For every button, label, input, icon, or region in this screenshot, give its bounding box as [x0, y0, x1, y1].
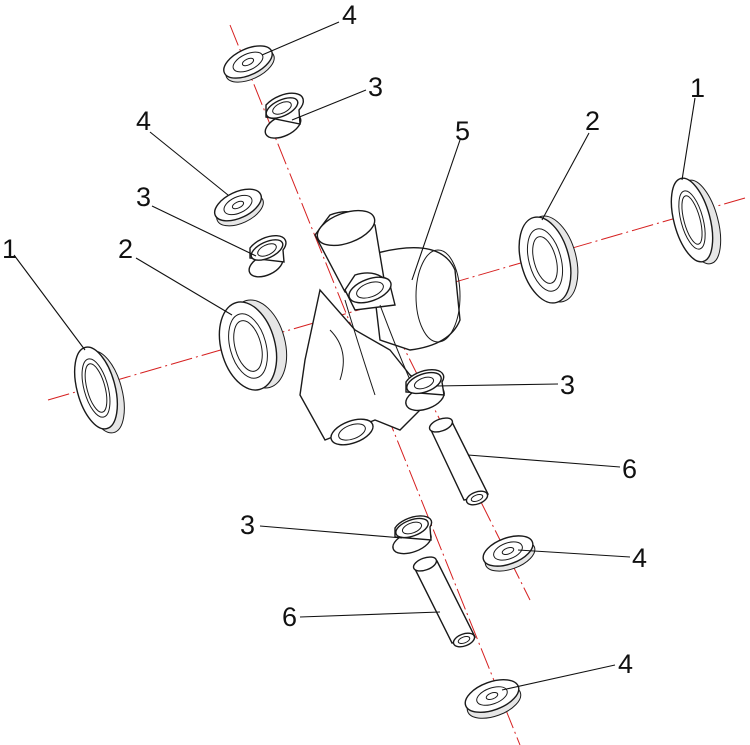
oil-seal-right	[670, 177, 722, 265]
callout-label-3: 3	[368, 72, 383, 102]
leader-line	[291, 89, 367, 121]
callout-label-3: 3	[240, 510, 255, 540]
leader-line	[467, 454, 621, 468]
callout-label-1: 1	[2, 234, 17, 264]
callout-label-5: 5	[455, 116, 470, 146]
leader-lines	[13, 21, 696, 691]
flange-bushing-left	[248, 235, 287, 278]
callout-label-2: 2	[118, 234, 133, 264]
callout-labels: 4 3 4 3 5 2 1 1 2 3 6 3 4 6 4	[2, 0, 705, 679]
bearing-left	[218, 299, 288, 391]
leader-line	[541, 132, 590, 221]
leader-line	[135, 257, 233, 316]
pin-upper	[428, 417, 490, 506]
callout-label-4: 4	[618, 649, 633, 679]
seal-washer-right	[482, 535, 536, 572]
leader-line	[435, 383, 559, 387]
leader-line	[151, 205, 257, 257]
leader-line	[517, 549, 631, 558]
flange-bushing-right	[405, 368, 445, 412]
callout-label-6: 6	[282, 602, 297, 632]
pin-lower	[412, 556, 477, 648]
callout-label-4: 4	[342, 0, 357, 30]
callout-label-1: 1	[690, 73, 705, 103]
leader-line	[259, 525, 403, 539]
oil-seal-left	[73, 346, 125, 434]
leader-line	[13, 254, 86, 351]
seal-washer-left	[213, 188, 264, 227]
callout-label-4: 4	[136, 106, 151, 136]
callout-label-2: 2	[585, 106, 600, 136]
bearing-right	[518, 215, 579, 304]
seal-washer-top	[223, 45, 275, 83]
leader-line	[411, 139, 461, 281]
callout-label-3: 3	[136, 182, 151, 212]
seal-washer-bottom	[464, 679, 522, 719]
leader-line	[261, 21, 340, 56]
callout-label-4: 4	[632, 543, 647, 573]
flange-bushing-lower	[392, 515, 433, 555]
leader-line	[681, 97, 696, 181]
pump-housing	[299, 209, 461, 446]
leader-line	[149, 131, 229, 196]
leader-line	[299, 611, 441, 618]
flange-bushing-top	[264, 92, 305, 139]
callout-label-3: 3	[560, 370, 575, 400]
leader-line	[501, 664, 616, 691]
callout-label-6: 6	[622, 454, 637, 484]
